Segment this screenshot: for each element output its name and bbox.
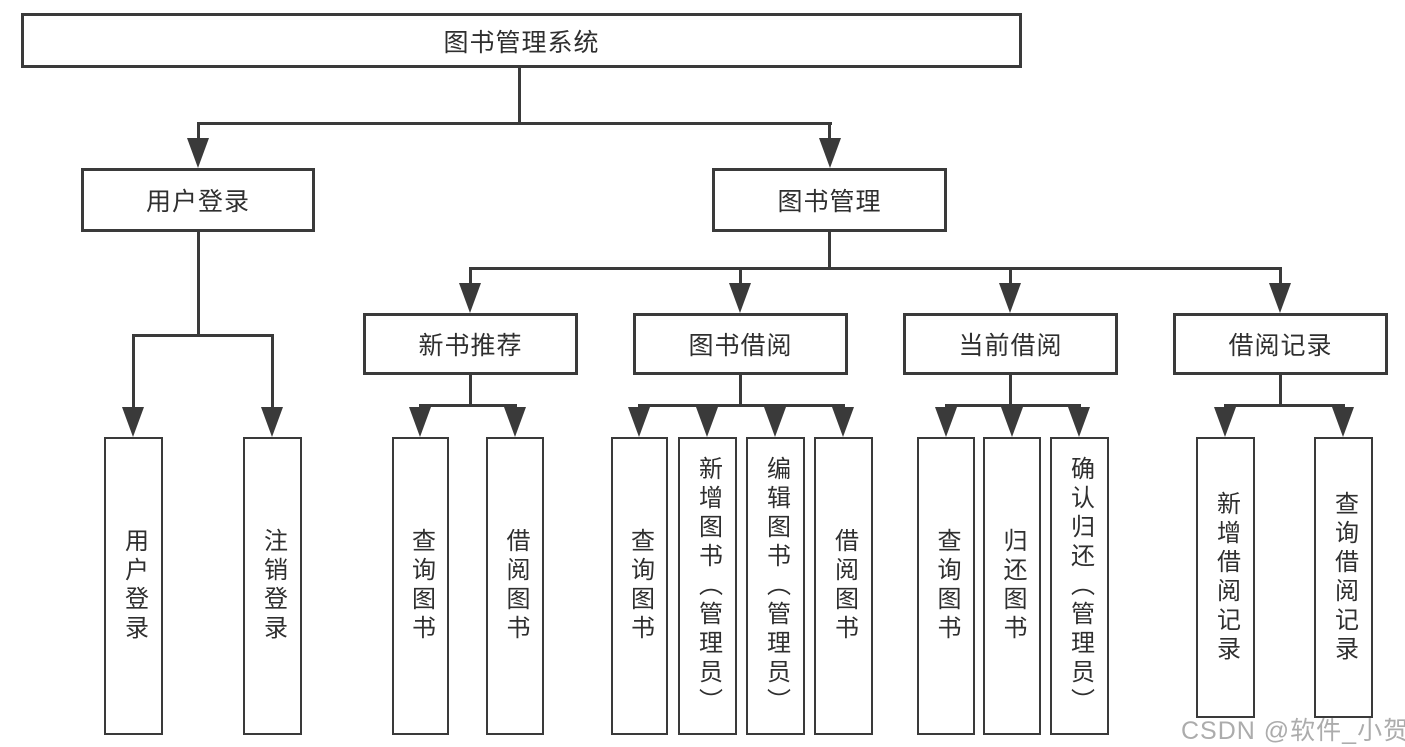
- arrowhead-down: [1269, 283, 1291, 313]
- leaf-edit-book-admin: 编辑图书（管理员）: [746, 437, 805, 735]
- arrowhead-down: [819, 138, 841, 168]
- leaf-user-login: 用户登录: [104, 437, 163, 735]
- arrowhead-down: [999, 283, 1021, 313]
- node-root: 图书管理系统: [21, 13, 1022, 68]
- connector-book-mgmt-stem: [828, 232, 831, 270]
- connector-leaf-bar: [638, 404, 845, 407]
- connector-user-login-bar: [132, 334, 274, 337]
- connector-drop: [1279, 267, 1282, 287]
- leaf-query-book-borrow-label: 查询图书: [626, 528, 654, 644]
- arrowhead-down: [1332, 407, 1354, 437]
- connector-section-stem: [1279, 375, 1282, 407]
- connector-level3-bar: [469, 267, 1282, 270]
- leaf-query-borrow-record-label: 查询借阅记录: [1330, 490, 1358, 665]
- leaf-user-login-label: 用户登录: [120, 528, 148, 644]
- node-book-management-label: 图书管理: [777, 188, 882, 216]
- leaf-add-book-admin: 新增图书（管理员）: [678, 437, 737, 735]
- arrowhead-down: [696, 407, 718, 437]
- connector-leaf-bar: [945, 404, 1081, 407]
- connector-drop: [271, 334, 274, 410]
- connector-drop: [739, 267, 742, 287]
- connector-section-stem: [739, 375, 742, 407]
- arrowhead-down: [187, 138, 209, 168]
- node-root-label: 图书管理系统: [443, 28, 600, 57]
- node-book-borrow: 图书借阅: [633, 313, 848, 375]
- leaf-borrow-book: 借阅图书: [814, 437, 873, 735]
- leaf-query-book-current: 查询图书: [917, 437, 975, 735]
- arrowhead-down: [1001, 407, 1023, 437]
- arrowhead-down: [504, 407, 526, 437]
- node-borrow-records-label: 借阅记录: [1228, 332, 1333, 360]
- arrowhead-down: [628, 407, 650, 437]
- arrowhead-down: [459, 283, 481, 313]
- leaf-query-book-recommend: 查询图书: [392, 437, 449, 735]
- arrowhead-down: [935, 407, 957, 437]
- arrowhead-down: [122, 407, 144, 437]
- leaf-query-book-borrow: 查询图书: [611, 437, 668, 735]
- arrowhead-down: [764, 407, 786, 437]
- arrowhead-down: [832, 407, 854, 437]
- node-current-borrow-label: 当前借阅: [958, 332, 1063, 360]
- leaf-return-book-label: 归还图书: [999, 528, 1026, 644]
- leaf-query-book-current-label: 查询图书: [933, 528, 960, 644]
- csdn-watermark: CSDN @软件_小贺同学: [1181, 717, 1405, 745]
- leaf-confirm-return-admin: 确认归还（管理员）: [1050, 437, 1109, 735]
- connector-drop: [1009, 267, 1012, 287]
- leaf-confirm-return-admin-label: 确认归还（管理员）: [1066, 455, 1094, 717]
- leaf-query-borrow-record: 查询借阅记录: [1314, 437, 1373, 718]
- connector-drop: [828, 122, 831, 144]
- node-new-book-recommend: 新书推荐: [363, 313, 578, 375]
- node-new-book-recommend-label: 新书推荐: [418, 332, 523, 360]
- node-user-login-label: 用户登录: [145, 188, 250, 216]
- node-book-management: 图书管理: [712, 168, 947, 232]
- leaf-edit-book-admin-label: 编辑图书（管理员）: [762, 455, 790, 717]
- arrowhead-down: [409, 407, 431, 437]
- node-borrow-records: 借阅记录: [1173, 313, 1388, 375]
- leaf-borrow-book-recommend-label: 借阅图书: [502, 528, 529, 644]
- leaf-borrow-book-label: 借阅图书: [830, 528, 858, 644]
- leaf-logout: 注销登录: [243, 437, 302, 735]
- connector-root-stem: [518, 68, 521, 124]
- connector-drop: [132, 334, 135, 410]
- connector-section-stem: [1009, 375, 1012, 407]
- leaf-return-book: 归还图书: [983, 437, 1041, 735]
- connector-drop: [197, 122, 200, 144]
- arrowhead-down: [729, 283, 751, 313]
- connector-user-login-stem: [197, 232, 200, 336]
- connector-section-stem: [469, 375, 472, 407]
- connector-level2-bar: [197, 122, 832, 125]
- leaf-logout-label: 注销登录: [259, 528, 287, 644]
- leaf-add-borrow-record-label: 新增借阅记录: [1212, 490, 1240, 665]
- connector-drop: [469, 267, 472, 287]
- node-book-borrow-label: 图书借阅: [688, 332, 793, 360]
- leaf-borrow-book-recommend: 借阅图书: [486, 437, 544, 735]
- leaf-add-book-admin-label: 新增图书（管理员）: [694, 455, 722, 717]
- node-user-login: 用户登录: [81, 168, 315, 232]
- leaf-add-borrow-record: 新增借阅记录: [1196, 437, 1255, 718]
- arrowhead-down: [1214, 407, 1236, 437]
- connector-leaf-bar: [1224, 404, 1345, 407]
- arrowhead-down: [1068, 407, 1090, 437]
- node-current-borrow: 当前借阅: [903, 313, 1118, 375]
- arrowhead-down: [261, 407, 283, 437]
- connector-leaf-bar: [419, 404, 517, 407]
- leaf-query-book-recommend-label: 查询图书: [407, 528, 435, 644]
